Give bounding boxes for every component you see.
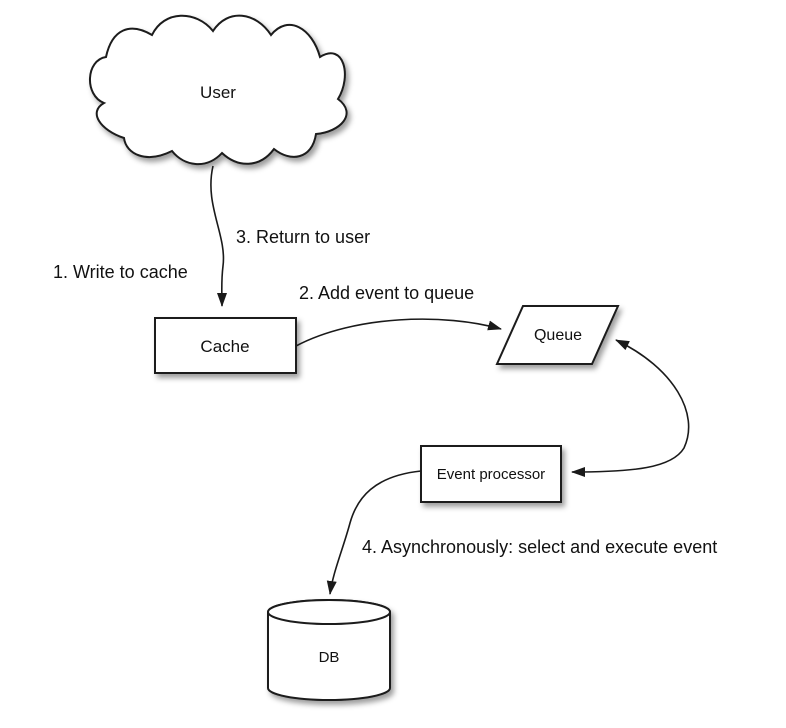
node-db: DB [267, 599, 391, 701]
cloud-shape [89, 14, 348, 166]
node-cache-label: Cache [200, 337, 249, 356]
node-user-label: User [200, 83, 236, 102]
label-step2-add-event-to-queue: 2. Add event to queue [299, 283, 474, 303]
label-step3-return-to-user: 3. Return to user [236, 227, 370, 247]
edge-cache-to-queue [295, 318, 502, 347]
node-user: User [89, 14, 348, 166]
node-db-label: DB [319, 649, 340, 666]
label-step4-asynchronously: 4. Asynchronously: select and execute ev… [362, 537, 717, 557]
node-queue-label: Queue [534, 327, 582, 344]
db-cylinder [267, 599, 391, 701]
edge-queue-event-processor-double-arrow [571, 339, 690, 477]
node-queue: Queue [495, 305, 620, 365]
label-step1-write-to-cache: 1. Write to cache [53, 262, 188, 282]
node-cache: Cache [154, 317, 297, 374]
event-processor-rect [420, 445, 562, 503]
edge-user-to-cache [210, 165, 227, 307]
node-event-processor-label: Event processor [437, 466, 545, 483]
node-event-processor: Event processor [420, 445, 562, 503]
edge-event-processor-to-db [326, 470, 422, 595]
